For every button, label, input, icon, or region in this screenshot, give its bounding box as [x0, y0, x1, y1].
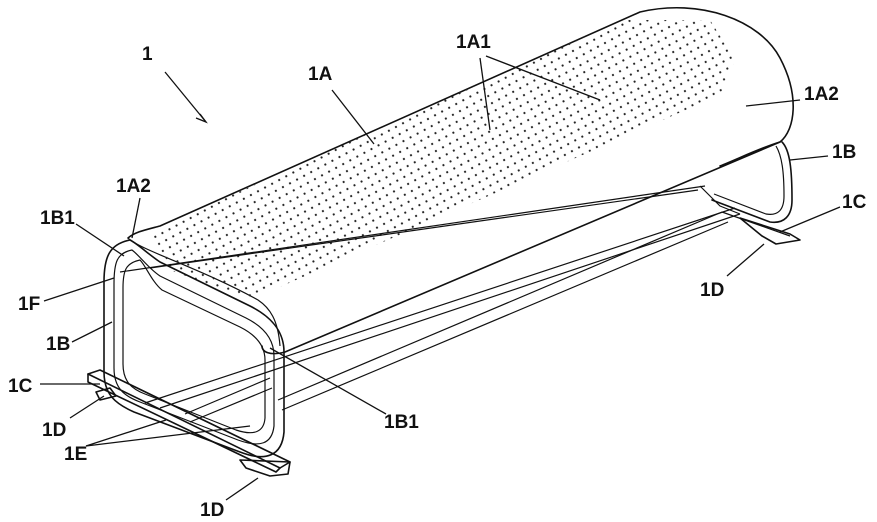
left-foot-side: [87, 373, 281, 473]
left-foot-bar: [87, 369, 291, 469]
label-1B1-left: 1B1: [40, 208, 75, 229]
label-1A: 1A: [308, 64, 333, 85]
label-1D-left-top: 1D: [42, 420, 66, 441]
label-1A2-right: 1A2: [804, 84, 839, 105]
label-1D-right: 1D: [700, 280, 724, 301]
left-foot-pad: [239, 459, 291, 477]
label-1A1: 1A1: [456, 32, 491, 53]
label-1C-right: 1C: [842, 192, 867, 213]
label-1B-right: 1B: [832, 142, 856, 163]
label-1: 1: [142, 44, 153, 65]
right-end-frame: [711, 141, 793, 224]
label-1A2-left: 1A2: [116, 176, 151, 197]
label-1F: 1F: [18, 294, 40, 315]
top-panel: [127, 7, 794, 355]
reference-labels: 1 1A 1A1 1A2 1B 1C 1D 1A2 1B1 1F 1B 1C 1…: [8, 32, 867, 521]
label-1E: 1E: [64, 444, 87, 465]
left-foot-pad-back: [95, 387, 117, 401]
label-1D-left-bottom: 1D: [200, 500, 224, 521]
crossbar-rails: [119, 185, 741, 423]
leader-lines: [40, 55, 841, 501]
perforation-pattern: [150, 20, 735, 300]
label-1B1-bottom: 1B1: [384, 412, 419, 433]
label-1B-left: 1B: [46, 334, 70, 355]
label-1C-left: 1C: [8, 376, 33, 397]
